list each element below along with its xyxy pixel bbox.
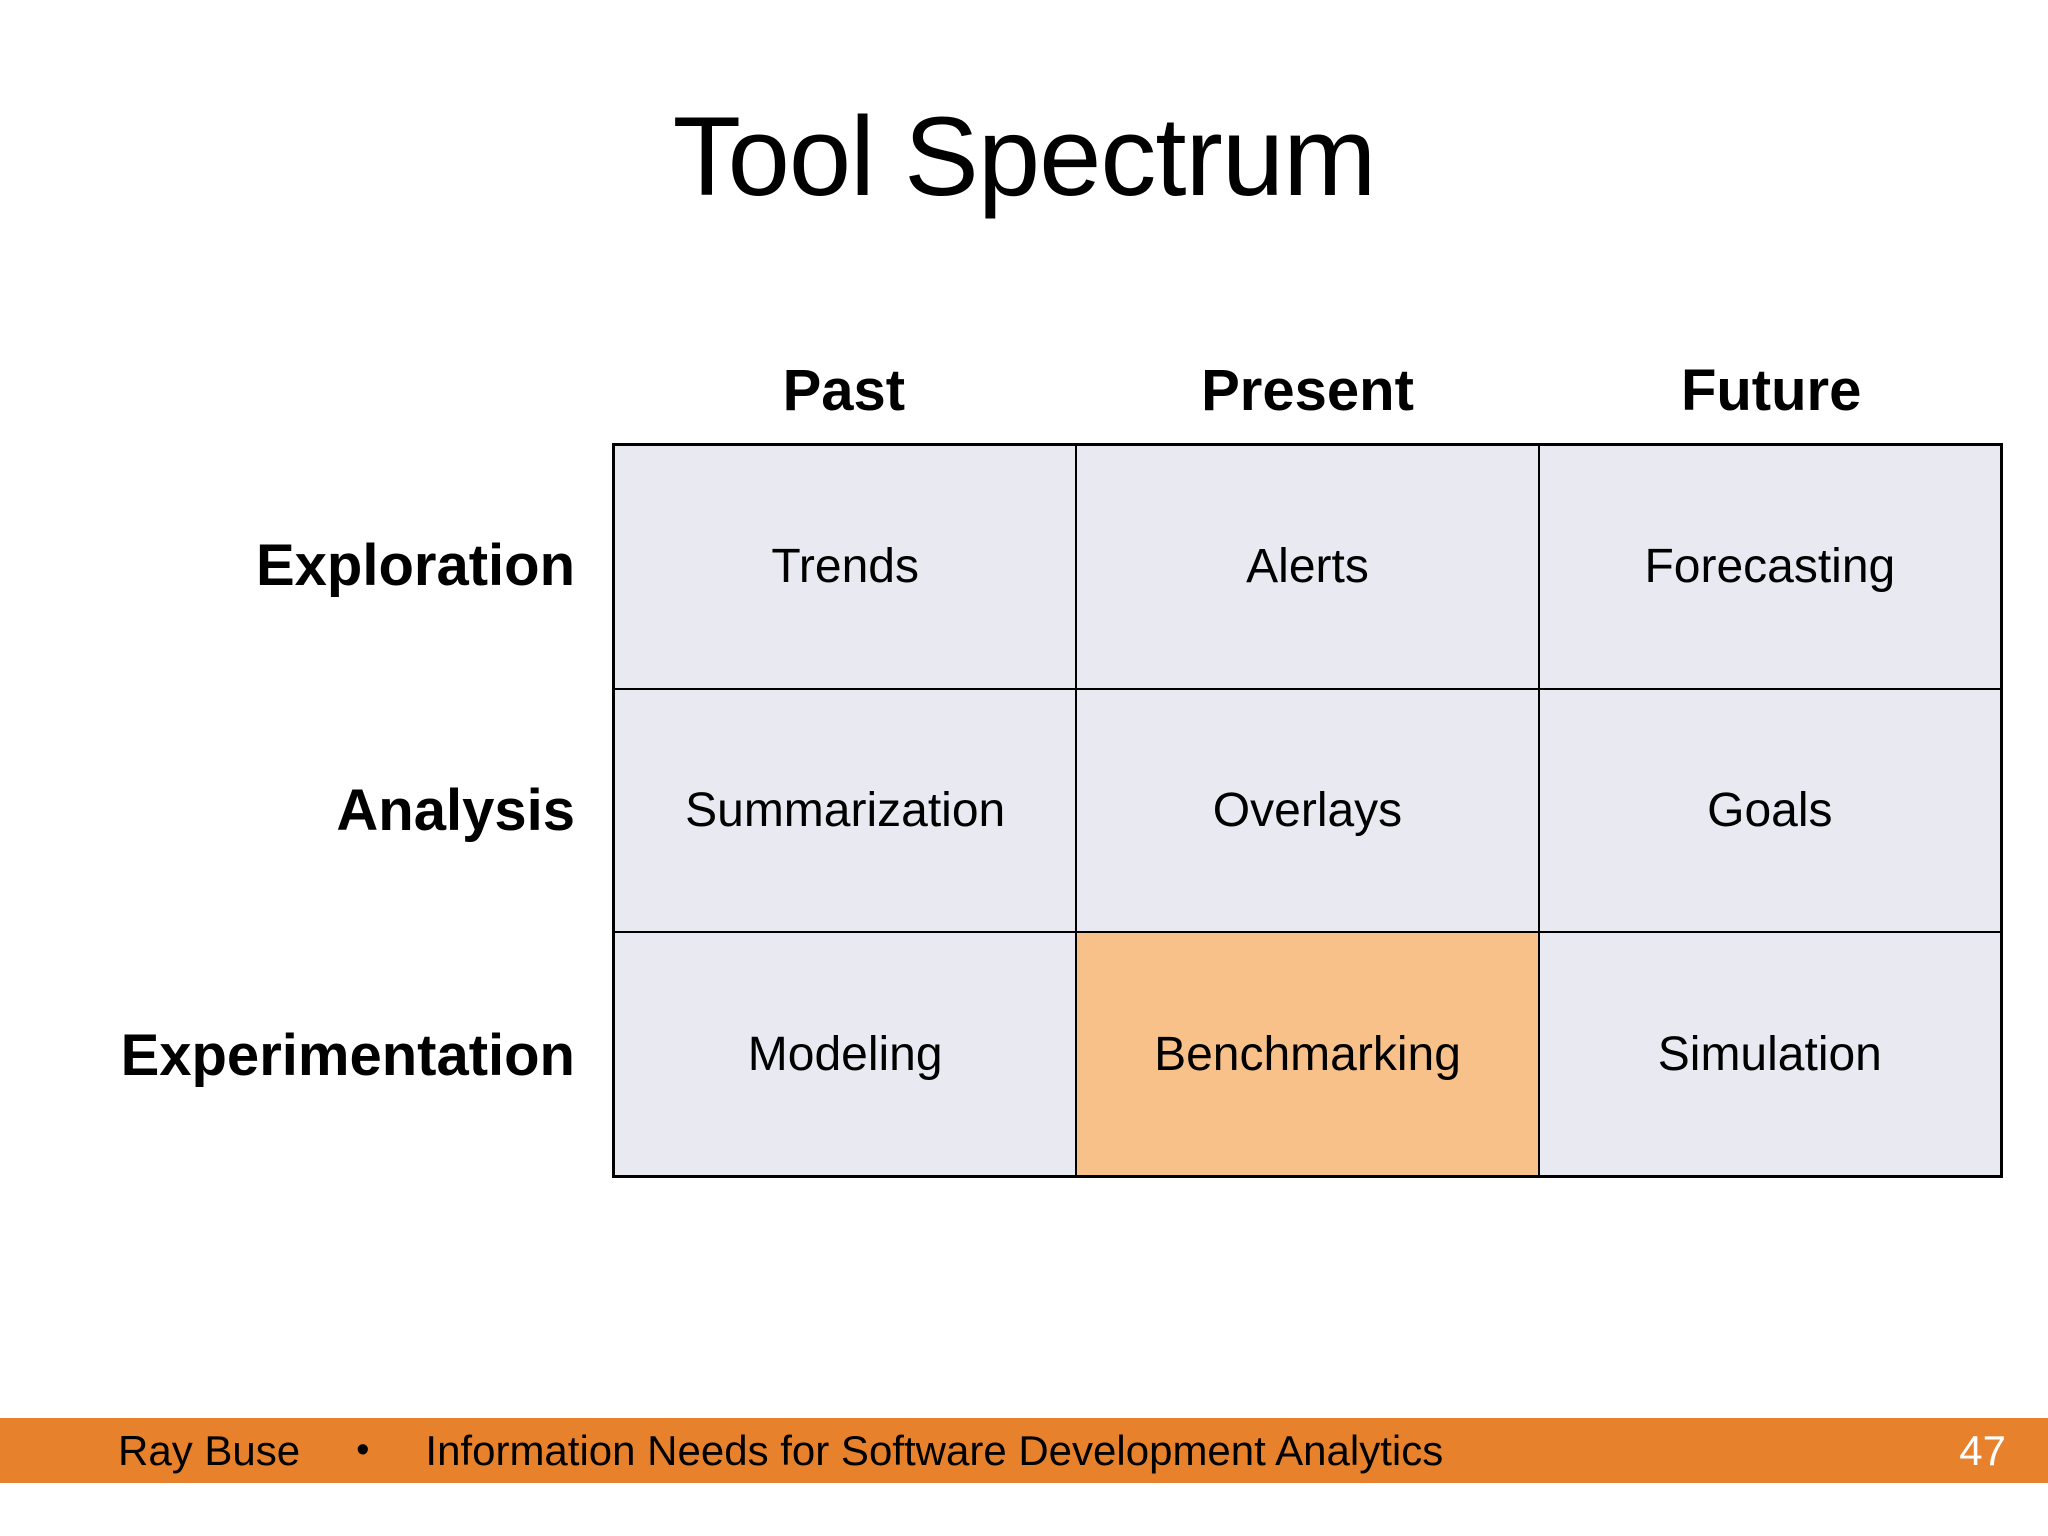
footer-bullet-separator: • [356, 1429, 370, 1471]
tool-spectrum-matrix: Trends Alerts Forecasting Summarization … [612, 443, 2003, 1178]
cell-modeling: Modeling [615, 933, 1076, 1175]
row-label-analysis: Analysis [336, 778, 575, 843]
column-header-present: Present [1201, 358, 1414, 423]
footer-bar: Ray Buse • Information Needs for Softwar… [0, 1418, 2048, 1483]
cell-goals: Goals [1539, 689, 2000, 932]
footer-deck-title: Information Needs for Software Developme… [425, 1426, 1444, 1474]
cell-benchmarking-highlighted: Benchmarking [1077, 933, 1538, 1175]
cell-summarization: Summarization [615, 689, 1076, 932]
slide-title: Tool Spectrum [672, 94, 1377, 219]
cell-simulation: Simulation [1539, 933, 2000, 1175]
cell-overlays: Overlays [1077, 689, 1538, 932]
column-header-past: Past [782, 358, 906, 423]
footer-author: Ray Buse [118, 1426, 301, 1474]
cell-alerts: Alerts [1077, 446, 1538, 688]
row-label-exploration: Exploration [255, 533, 575, 598]
footer-page-number: 47 [1959, 1426, 2006, 1474]
cell-forecasting: Forecasting [1539, 446, 2000, 688]
column-header-future: Future [1680, 358, 1862, 423]
column-headers: Past Present Future [612, 352, 2003, 430]
row-labels: Exploration Analysis Experimentation [0, 443, 575, 1178]
row-label-experimentation: Experimentation [120, 1023, 575, 1088]
cell-trends: Trends [615, 446, 1076, 688]
